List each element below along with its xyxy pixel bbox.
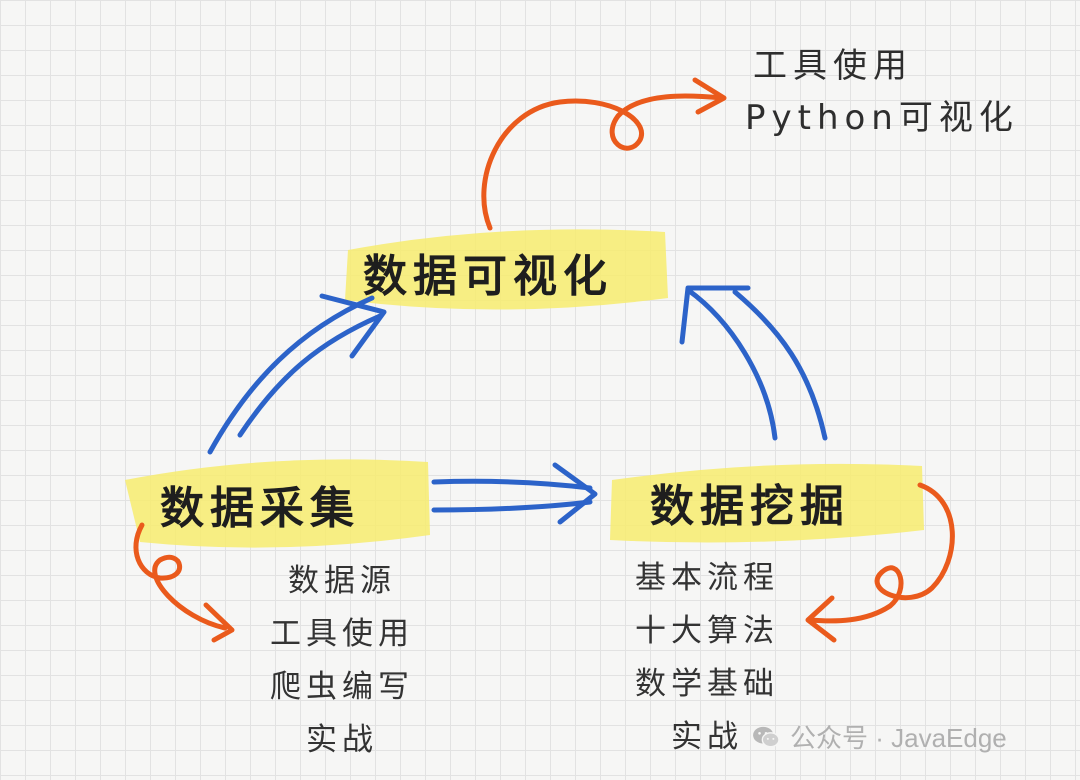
collection-detail-item: 数据源 [288,563,396,599]
mining-details: 基本流程 十大算法 数学基础 实战 [612,552,802,764]
arrow-head-left [319,293,387,359]
arrow-collection-loop [133,522,228,631]
wechat-icon [753,726,780,747]
collection-details: 数据源 工具使用 爬虫编写 实战 [252,555,432,767]
mining-detail-item: 基本流程 [635,560,779,596]
arrow-head-top [692,77,727,115]
mining-detail-item: 数学基础 [635,666,779,702]
node-data-mining: 数据挖掘 [650,481,850,532]
collection-detail-item: 工具使用 [270,616,414,652]
orange-arrows [133,77,955,643]
highlight-marks [125,229,924,548]
node-data-visualization: 数据可视化 [363,251,613,302]
arrow-mining-to-visualization-a [685,287,778,441]
arrow-collection-to-mining-a [431,478,593,491]
blue-arrows [207,285,828,525]
mining-detail-item: 实战 [671,719,743,755]
arrow-mining-to-visualization-b [732,289,828,441]
highlight-visualization [345,229,668,310]
arrow-visualization-to-tools [481,93,725,231]
arrow-collection-to-visualization-b [237,313,383,438]
collection-detail-item: 爬虫编写 [270,669,414,705]
mining-detail-item: 十大算法 [635,613,779,649]
arrow-head-right [679,285,751,345]
arrow-collection-to-visualization-a [207,295,375,455]
collection-detail-item: 实战 [306,722,378,758]
watermark-text: 公众号 · JavaEdge [790,723,1007,753]
highlight-collection [125,459,430,548]
arrow-head-middle [552,462,598,525]
arrow-head-bottom-left [203,602,235,643]
highlight-mining [610,463,924,543]
visualization-detail-item: Python可视化 [745,98,1019,138]
arrow-mining-loop [807,482,955,624]
node-data-collection: 数据采集 [160,483,360,534]
watermark: 公众号 · JavaEdge [752,718,1007,755]
arrow-collection-to-mining-b [431,499,593,513]
visualization-details: 工具使用 Python可视化 [745,40,1019,144]
visualization-detail-item: 工具使用 [753,46,913,86]
arrow-head-bottom-right [805,595,837,643]
